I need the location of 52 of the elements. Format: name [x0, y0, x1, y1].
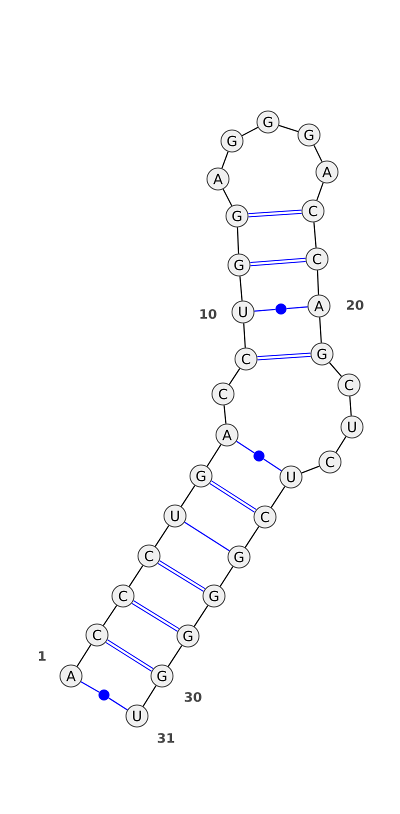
backbone-line: [236, 227, 240, 254]
base-pair-line: [257, 352, 311, 360]
backbone-line: [336, 436, 346, 453]
base-pair-line: [132, 600, 180, 632]
base-pair-line: [106, 639, 154, 672]
backbone-line: [316, 270, 320, 295]
backbone-line: [316, 182, 324, 200]
position-number: 1: [38, 651, 46, 661]
backbone-line: [239, 276, 243, 301]
base-pair-line: [286, 306, 308, 310]
position-number: 20: [347, 300, 364, 310]
base-pair-line: [236, 440, 255, 454]
backbone-line: [222, 188, 232, 206]
backbone-line: [313, 222, 317, 248]
pair-dot: [276, 304, 286, 314]
backbone-line: [319, 317, 322, 343]
backbone-line: [221, 152, 229, 168]
backbone-line: [242, 126, 258, 136]
position-number: 30: [184, 692, 202, 702]
backbone-line: [278, 124, 298, 132]
backbone-line: [228, 368, 240, 385]
base-pair-line: [210, 480, 256, 513]
backbone-line: [154, 525, 170, 547]
backbone-line: [243, 323, 246, 348]
base-pair-line: [250, 258, 306, 266]
backbone-line: [329, 362, 342, 377]
backbone-line: [244, 526, 260, 548]
backbone-line: [76, 644, 92, 667]
backbone-line: [142, 685, 156, 707]
base-pair-line: [184, 522, 230, 552]
backbone-line: [194, 605, 208, 627]
backbone-line: [224, 405, 226, 424]
position-number: 31: [158, 733, 174, 743]
base-pair-line: [158, 560, 206, 592]
base-pair-line: [254, 308, 276, 312]
position-number: 10: [200, 309, 216, 319]
backbone-line: [206, 444, 222, 467]
base-pair-line: [248, 210, 302, 218]
backbone-line: [102, 605, 118, 626]
base-pair-line: [108, 698, 128, 710]
backbone-line: [314, 145, 322, 162]
base-pair-line: [263, 458, 282, 472]
backbone-line: [220, 566, 234, 587]
pair-dot: [98, 690, 110, 700]
backbone-line: [180, 485, 196, 507]
base-pair-line: [80, 681, 100, 693]
backbone-line: [270, 486, 286, 508]
pair-dot: [254, 450, 264, 462]
backbone-line: [168, 645, 182, 667]
backbone-line: [302, 466, 320, 474]
backbone-line: [128, 565, 144, 587]
backbone-line: [349, 396, 352, 416]
